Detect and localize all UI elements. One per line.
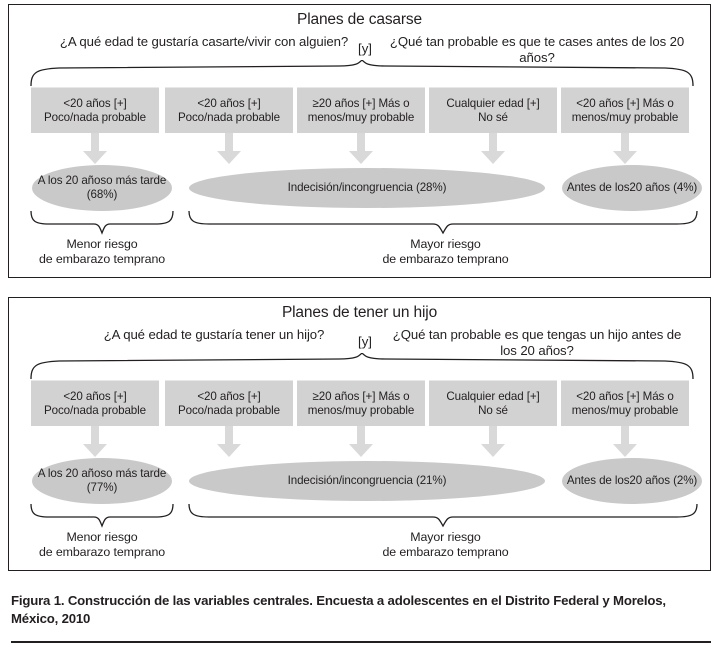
box-line-2: No sé xyxy=(478,110,508,124)
risk-label-low: Menor riesgo de embarazo temprano xyxy=(22,237,182,267)
oval-line-1: Indecisión/incongruencia (21%) xyxy=(287,474,447,487)
risk-line-2: de embarazo temprano xyxy=(38,545,166,559)
arrows-row xyxy=(9,133,712,165)
down-arrow-icon-1 xyxy=(83,426,107,457)
oval-line-1: A los 20 años xyxy=(37,174,107,187)
oval-line-1: Antes de los xyxy=(566,474,630,487)
variable-box-1[interactable]: <20 años [+]Poco/nada probable xyxy=(31,380,159,426)
box-line-2: menos/muy probable xyxy=(571,110,679,124)
outcome-oval-low-risk[interactable]: A los 20 añoso más tarde (68%) xyxy=(32,165,172,211)
outcome-oval-high-risk[interactable]: Antes de los20 años (4%) xyxy=(562,165,702,211)
oval-line-2: o más tarde (68%) xyxy=(86,174,167,201)
risk-line-2: de embarazo temprano xyxy=(382,545,509,559)
oval-line-1: A los 20 años xyxy=(37,467,107,480)
risk-line-2: de embarazo temprano xyxy=(38,252,166,266)
box-line-1: <20 años [+] Más o xyxy=(576,96,674,110)
outcome-oval-high-risk[interactable]: Antes de los20 años (2%) xyxy=(562,458,702,504)
risk-line-2: de embarazo temprano xyxy=(382,252,509,266)
box-line-1: Cualquier edad [+] xyxy=(446,96,540,110)
risk-line-1: Menor riesgo xyxy=(66,237,138,251)
variable-box-2[interactable]: <20 años [+]Poco/nada probable xyxy=(165,380,293,426)
box-line-2: menos/muy probable xyxy=(571,403,679,417)
risk-label-low: Menor riesgo de embarazo temprano xyxy=(22,530,182,560)
variable-box-4[interactable]: Cualquier edad [+]No sé xyxy=(429,380,557,426)
bottom-braces xyxy=(30,211,698,235)
box-line-1: <20 años [+] xyxy=(197,96,261,110)
question-left: ¿A qué edad te gustaría tener un hijo? xyxy=(103,327,325,342)
caption-rule xyxy=(11,641,711,643)
variable-boxes-row: <20 años [+]Poco/nada probable <20 años … xyxy=(9,380,712,426)
outcomes-row: A los 20 añoso más tarde (68%) Indecisió… xyxy=(9,163,712,213)
conjunction-label: [y] xyxy=(358,41,372,56)
outcomes-row: A los 20 añoso más tarde (77%) Indecisió… xyxy=(9,456,712,506)
question-left: ¿A qué edad te gustaría casarte/vivir co… xyxy=(59,34,349,49)
down-arrow-icon-4 xyxy=(481,133,505,164)
down-arrow-icon-2 xyxy=(217,133,241,164)
down-arrow-icon-2 xyxy=(217,426,241,457)
outcome-oval-indecision[interactable]: Indecisión/incongruencia (21%) xyxy=(189,461,545,501)
down-arrow-icon-3 xyxy=(349,133,373,164)
figure-caption: Figura 1. Construcción de las variables … xyxy=(11,593,666,626)
risk-line-1: Mayor riesgo xyxy=(410,530,481,544)
box-line-1: <20 años [+] xyxy=(197,389,261,403)
box-line-2: No sé xyxy=(478,403,508,417)
variable-box-1[interactable]: <20 años [+]Poco/nada probable xyxy=(31,87,159,133)
oval-line-1: Indecisión/incongruencia (28%) xyxy=(287,181,447,194)
outcome-oval-indecision[interactable]: Indecisión/incongruencia (28%) xyxy=(189,168,545,208)
box-line-1: <20 años [+] Más o xyxy=(576,389,674,403)
box-line-1: Cualquier edad [+] xyxy=(446,389,540,403)
oval-line-2: 20 años (4%) xyxy=(629,181,698,194)
box-line-2: Poco/nada probable xyxy=(44,110,146,124)
arrows-row xyxy=(9,426,712,458)
box-line-1: <20 años [+] xyxy=(63,389,127,403)
panel-title: Planes de tener un hijo xyxy=(281,304,438,321)
risk-line-1: Menor riesgo xyxy=(66,530,138,544)
outcome-oval-low-risk[interactable]: A los 20 añoso más tarde (77%) xyxy=(32,458,172,504)
oval-line-2: o más tarde (77%) xyxy=(86,467,167,494)
panel-planes-de-casarse: Planes de casarse ¿A qué edad te gustarí… xyxy=(8,4,711,278)
bottom-braces xyxy=(30,504,698,528)
down-arrow-icon-5 xyxy=(613,426,637,457)
box-line-2: Poco/nada probable xyxy=(178,110,280,124)
panel-title: Planes de casarse xyxy=(297,11,422,28)
box-line-2: menos/muy probable xyxy=(307,110,415,124)
risk-line-1: Mayor riesgo xyxy=(410,237,481,251)
risk-label-high: Mayor riesgo de embarazo temprano xyxy=(189,530,702,560)
risk-label-high: Mayor riesgo de embarazo temprano xyxy=(189,237,702,267)
top-brace xyxy=(30,353,694,379)
box-line-2: menos/muy probable xyxy=(307,403,415,417)
top-brace xyxy=(30,60,694,86)
variable-box-2[interactable]: <20 años [+]Poco/nada probable xyxy=(165,87,293,133)
variable-boxes-row: <20 años [+]Poco/nada probable <20 años … xyxy=(9,87,712,133)
down-arrow-icon-4 xyxy=(481,426,505,457)
box-line-2: Poco/nada probable xyxy=(44,403,146,417)
oval-line-1: Antes de los xyxy=(566,181,630,194)
box-line-1: <20 años [+] xyxy=(63,96,127,110)
question-right: ¿Qué tan probable es que tengas un hijo … xyxy=(392,327,682,358)
variable-box-4[interactable]: Cualquier edad [+]No sé xyxy=(429,87,557,133)
panel-planes-de-tener-un-hijo: Planes de tener un hijo ¿A qué edad te g… xyxy=(8,297,711,571)
oval-line-2: 20 años (2%) xyxy=(629,474,698,487)
down-arrow-icon-3 xyxy=(349,426,373,457)
box-line-1: ≥20 años [+] Más o xyxy=(312,389,410,403)
down-arrow-icon-5 xyxy=(613,133,637,164)
box-line-1: ≥20 años [+] Más o xyxy=(312,96,410,110)
question-right: ¿Qué tan probable es que te cases antes … xyxy=(389,34,685,65)
box-line-2: Poco/nada probable xyxy=(178,403,280,417)
conjunction-label: [y] xyxy=(358,334,372,349)
down-arrow-icon-1 xyxy=(83,133,107,164)
